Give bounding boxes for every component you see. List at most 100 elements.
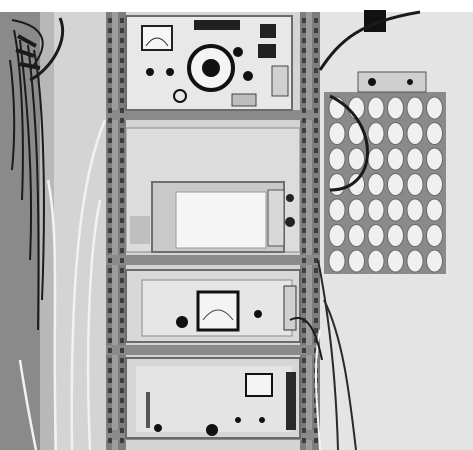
rack-hole (120, 38, 124, 43)
rack-hole (314, 78, 318, 83)
rack-hole (314, 38, 318, 43)
rack-hole (314, 98, 318, 103)
rack-hole (302, 408, 306, 413)
tape-reel (367, 249, 385, 273)
tape-reel (406, 122, 424, 145)
rack-hole (120, 178, 124, 183)
rack-hole (108, 108, 112, 113)
rack-hole (108, 398, 112, 403)
rack-hole (120, 48, 124, 53)
rack-hole (314, 418, 318, 423)
rack-hole (314, 188, 318, 193)
rack-hole (120, 258, 124, 263)
reel-storage-shelf (324, 92, 446, 274)
tape-reel (348, 249, 365, 273)
rack-hole (314, 318, 318, 323)
rack-hole (314, 238, 318, 243)
rack-hole (108, 88, 112, 93)
tape-reel (387, 173, 404, 196)
tape-reel (348, 198, 365, 222)
rack-hole (314, 88, 318, 93)
rack-hole (120, 28, 124, 33)
rack-hole (108, 298, 112, 303)
rack-hole (108, 188, 112, 193)
tape-reel (348, 96, 365, 120)
tape-reel (367, 198, 385, 222)
rack-hole (314, 28, 318, 33)
rack-hole (314, 108, 318, 113)
rack-hole (314, 168, 318, 173)
rack-hole (120, 328, 124, 333)
rack-hole (108, 438, 112, 443)
rack-hole (302, 388, 306, 393)
rack-hole (108, 268, 112, 273)
rack-hole (302, 338, 306, 343)
tape-reel (387, 198, 404, 222)
rack-hole (108, 228, 112, 233)
tape-reel (406, 173, 424, 196)
rack-hole (120, 388, 124, 393)
rack-hole (302, 298, 306, 303)
rack-hole (108, 338, 112, 343)
top-signal-generator (125, 15, 293, 111)
rack-hole (120, 238, 124, 243)
rack-hole (302, 238, 306, 243)
rack-hole (302, 198, 306, 203)
tape-reel (367, 147, 385, 171)
rack-hole (108, 278, 112, 283)
rack-hole (302, 188, 306, 193)
rack-hole (108, 208, 112, 213)
rack-hole (108, 418, 112, 423)
tape-reel (406, 198, 424, 222)
rack-hole (108, 348, 112, 353)
rack-hole (314, 268, 318, 273)
rack-hole (108, 68, 112, 73)
tape-reel (328, 147, 346, 171)
rack-hole (108, 248, 112, 253)
rack-hole (120, 338, 124, 343)
rack-hole (120, 218, 124, 223)
rack-hole (108, 148, 112, 153)
tape-reel (367, 173, 385, 196)
rack-hole (302, 108, 306, 113)
rack-hole (314, 348, 318, 353)
rack-hole (120, 248, 124, 253)
tape-reel (406, 224, 424, 247)
rack-hole (108, 428, 112, 433)
rack-hole (108, 318, 112, 323)
rack-hole (302, 398, 306, 403)
rack-hole (314, 178, 318, 183)
rack-hole (108, 198, 112, 203)
left-wall-strip (40, 12, 54, 450)
rack-hole (302, 218, 306, 223)
rack-hole (108, 58, 112, 63)
rack-hole (302, 118, 306, 123)
tape-reel (367, 96, 385, 120)
rack-hole (108, 98, 112, 103)
rack-hole (302, 168, 306, 173)
rack-hole (120, 128, 124, 133)
tape-reel (387, 96, 404, 120)
rack-hole (120, 138, 124, 143)
rack-hole (120, 198, 124, 203)
tape-reel (328, 173, 346, 196)
rack-hole (120, 168, 124, 173)
rack-hole (302, 148, 306, 153)
tape-reel (348, 147, 365, 171)
rack-hole (302, 208, 306, 213)
rack-hole (108, 378, 112, 383)
rack-hole (108, 38, 112, 43)
rack-hole (108, 138, 112, 143)
rack-hole (302, 78, 306, 83)
rack-hole (108, 48, 112, 53)
rack-hole (314, 18, 318, 23)
tape-reel (426, 96, 443, 120)
rack-hole (302, 288, 306, 293)
rack-hole (302, 68, 306, 73)
chart-recorder (125, 127, 301, 253)
tape-reel (426, 224, 443, 247)
tape-reel (426, 147, 443, 171)
rack-hole (302, 128, 306, 133)
tape-reel (426, 122, 443, 145)
